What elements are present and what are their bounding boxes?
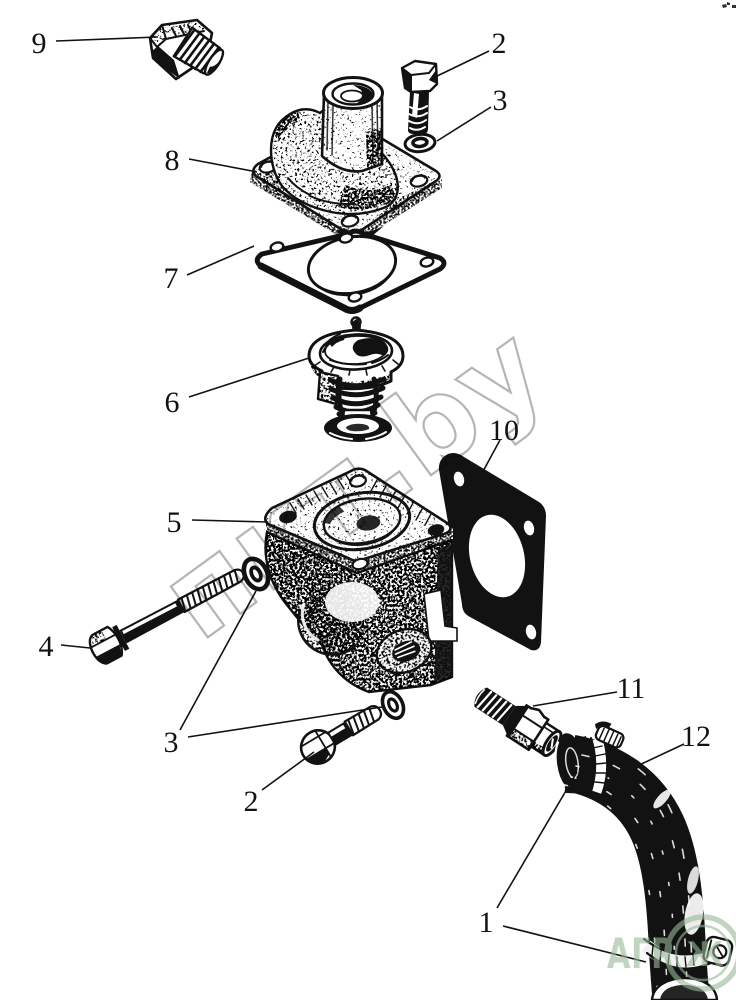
callout-4: 4: [39, 630, 54, 663]
leader-10: [480, 439, 501, 476]
callout-12: 12: [681, 720, 711, 753]
leader-12: [634, 743, 685, 768]
part-hose-clamp-lower: [641, 935, 734, 970]
watermark-brand-logo-outer-ring: [664, 914, 736, 992]
part-housing: [263, 467, 458, 694]
leader-1-to-upper-clamp: [496, 771, 578, 909]
part-hose-clamp-upper: [589, 721, 625, 800]
callout-7: 7: [164, 262, 179, 295]
leader-11: [532, 691, 618, 707]
part-washer-upper: [403, 132, 437, 154]
leader-4: [60, 644, 91, 649]
part-union-fitting: [474, 687, 563, 758]
watermark-brand-text: АГР: [607, 929, 674, 978]
leader-8: [188, 158, 258, 173]
callout-2-upper: 2: [492, 27, 507, 60]
leader-2-lower: [261, 751, 315, 791]
part-long-bolt: [88, 568, 245, 665]
part-bolt-upper: [400, 59, 439, 134]
leader-9: [55, 36, 159, 42]
leader-3-upper: [436, 106, 492, 142]
watermark-brand-logo-inner-ring: [674, 924, 732, 982]
callout-11: 11: [617, 672, 646, 705]
callout-1: 1: [479, 906, 494, 939]
callout-5: 5: [167, 506, 182, 539]
leader-2-upper: [432, 50, 490, 79]
part-outlet-gasket: [438, 453, 546, 651]
part-cover: [250, 76, 442, 243]
watermark-brand: АГР Ж: [607, 914, 736, 992]
leader-5: [191, 519, 269, 523]
leader-1-to-lower-clamp: [502, 925, 647, 963]
leader-6: [188, 357, 310, 398]
leader-7: [186, 245, 255, 276]
watermark-brand-symbol: Ж: [686, 934, 724, 974]
leader-lines: [55, 36, 685, 963]
callout-9: 9: [32, 27, 47, 60]
leader-3-to-lower-washer: [187, 706, 383, 738]
callout-2-lower: 2: [244, 785, 259, 818]
callout-6: 6: [165, 386, 180, 419]
callout-10: 10: [489, 414, 519, 447]
part-thermostat: [307, 316, 405, 442]
callout-3-upper: 3: [493, 84, 508, 117]
leader-3-to-left-washer: [179, 590, 257, 731]
corner-smudge: [722, 2, 736, 8]
callout-8: 8: [165, 144, 180, 177]
callout-3-lower: 3: [164, 726, 179, 759]
part-cover-gasket: [254, 228, 447, 314]
part-washer-lower: [380, 689, 406, 721]
callout-labels: 9 2 3 8 7 6 10 5 4 3 2 11 12 1: [32, 27, 712, 939]
part-washer-left: [241, 556, 271, 592]
part-plug: [148, 18, 225, 81]
